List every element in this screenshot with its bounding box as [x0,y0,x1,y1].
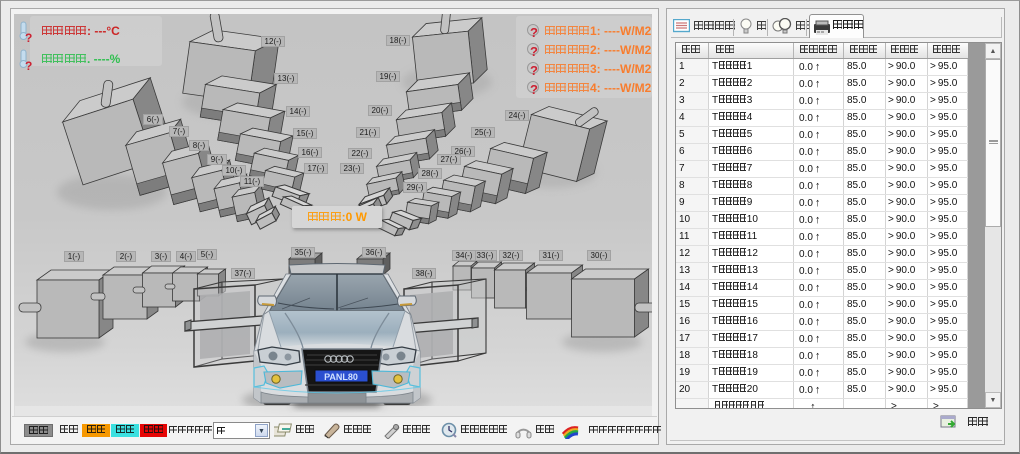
svg-text:?: ? [530,25,538,40]
svg-text:?: ? [25,31,32,45]
svg-text:PANL80: PANL80 [324,372,358,382]
svg-text:?: ? [530,82,538,97]
svg-text:?: ? [530,63,538,78]
svg-text:?: ? [25,59,32,73]
svg-text:?: ? [530,44,538,59]
